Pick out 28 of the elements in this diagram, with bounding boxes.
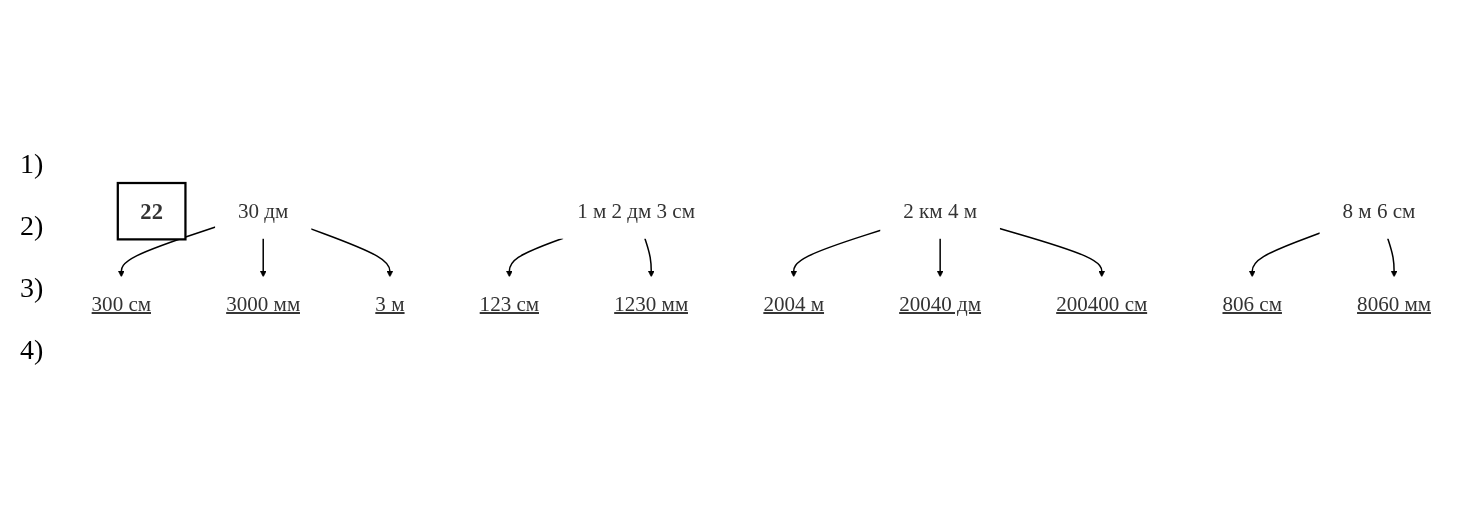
arrow — [790, 229, 882, 278]
node-text: 2004 м — [763, 291, 825, 316]
arrow — [260, 237, 267, 278]
node-text: 200400 см — [1056, 291, 1148, 316]
node-text: 20040 дм — [899, 291, 982, 316]
node-text: 1230 мм — [614, 291, 689, 316]
node-text: 123 см — [479, 291, 540, 316]
node-box: 22 — [117, 181, 187, 241]
task-number: 3) — [20, 272, 44, 304]
node-text: 30 дм — [238, 199, 289, 223]
node-text: 806 см — [1222, 291, 1283, 316]
arrow — [644, 237, 655, 278]
task-number: 1) — [20, 148, 44, 180]
node-text: 3 м — [375, 291, 405, 316]
arrow — [1249, 232, 1322, 278]
task-number: 2) — [20, 210, 44, 242]
task-number: 4) — [20, 334, 44, 366]
node-text: 2 км 4 м — [903, 199, 978, 223]
node-text: 8 м 6 см — [1342, 199, 1416, 223]
node-text: 300 см — [91, 291, 152, 316]
node-text: 3000 мм — [226, 291, 301, 316]
node-text: 1 м 2 дм 3 см — [577, 199, 696, 223]
arrow — [310, 228, 394, 278]
arrow — [937, 237, 944, 278]
arrow — [999, 227, 1106, 278]
arrow — [1387, 237, 1398, 278]
arrow — [118, 226, 217, 278]
node-text: 8060 мм — [1357, 291, 1432, 316]
